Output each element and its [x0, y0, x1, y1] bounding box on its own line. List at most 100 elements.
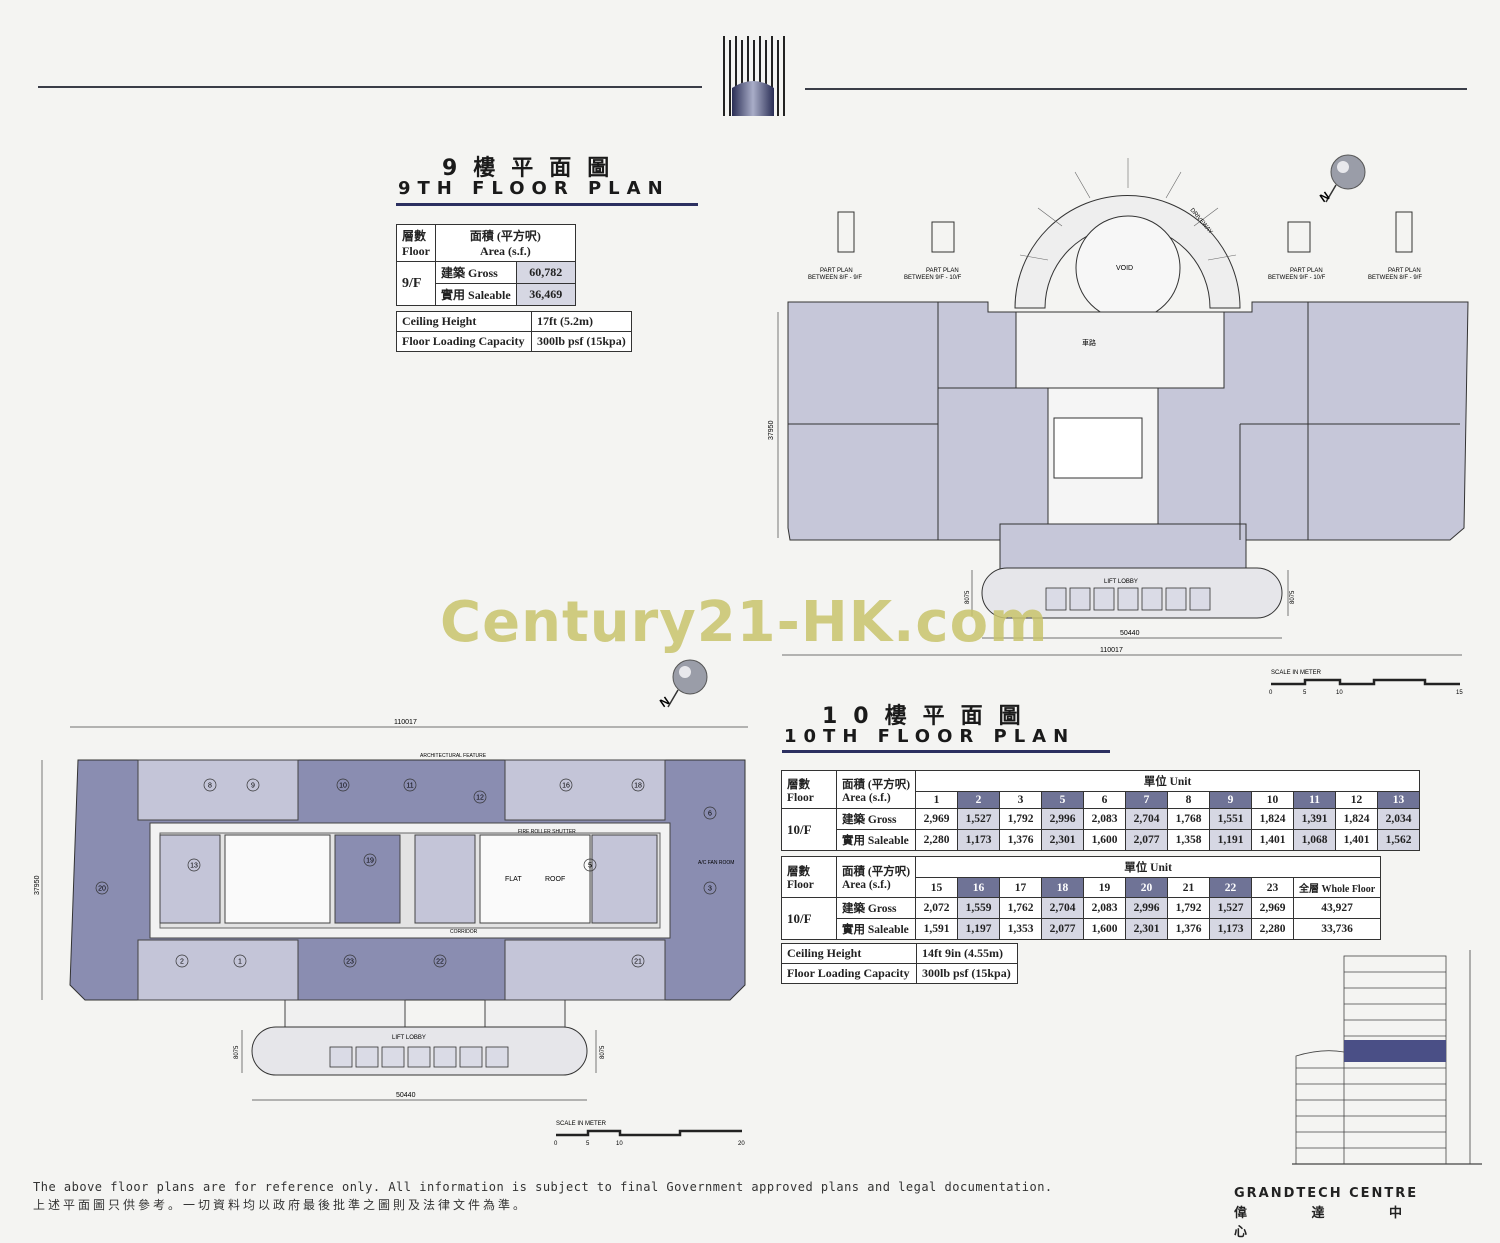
unit-marker-label: 20 [98, 886, 106, 893]
scale-tick: 0 [1269, 690, 1273, 696]
loading-label: Floor Loading Capacity [781, 963, 917, 984]
gross-label: 建築 Gross [435, 261, 517, 284]
unit-number-cell: 18 [1041, 877, 1085, 898]
unit-number-cell: 20 [1125, 877, 1169, 898]
unit-number-cell: 22 [1209, 877, 1253, 898]
unit-marker-label: 12 [476, 795, 484, 802]
unit-number-cell: 5 [1041, 791, 1085, 809]
unit-marker-label: 5 [588, 863, 592, 870]
gross-value-cell: 2,083 [1083, 808, 1127, 830]
unit-marker-label: 13 [190, 863, 198, 870]
part-plan-label: PART PLAN [1388, 268, 1421, 274]
disclaimer-cn: 上述平面圖只供參考。一切資料均以政府最後批準之圖則及法律文件為準。 [33, 1198, 529, 1212]
unit-number-cell: 15 [915, 877, 959, 898]
whole-floor-saleable: 33,736 [1293, 918, 1382, 940]
header-rule-right [805, 88, 1467, 90]
loading-label: Floor Loading Capacity [396, 331, 532, 352]
saleable-value-cell: 2,077 [1041, 918, 1085, 940]
saleable-value-cell: 1,600 [1083, 918, 1127, 940]
whole-floor-header: 全層 Whole Floor [1293, 877, 1382, 898]
part-plan-label: PART PLAN [820, 268, 853, 274]
gross-label: 建築 Gross [835, 808, 917, 830]
unit-number-cell: 8 [1167, 791, 1211, 809]
unit-marker-circle [631, 778, 645, 792]
floor10-north-arrow-icon: N [657, 659, 708, 710]
unit-marker-label: 8 [208, 783, 212, 790]
unit-number-cell: 6 [1083, 791, 1127, 809]
part-plan-label: PART PLAN [926, 268, 959, 274]
gross-value-cell: 1,559 [957, 897, 1001, 919]
gross-value-cell: 2,969 [915, 808, 959, 830]
void-label: VOID [1116, 265, 1133, 272]
gross-value-cell: 2,034 [1377, 808, 1421, 830]
saleable-value-cell: 2,301 [1125, 918, 1169, 940]
gross-value-cell: 2,704 [1125, 808, 1169, 830]
floor10-title-cn: 10樓平面圖 [822, 704, 1037, 729]
unit-number-cell: 11 [1293, 791, 1337, 809]
ceiling-value: 14ft 9in (4.55m) [916, 943, 1018, 964]
scale-tick: 15 [1456, 690, 1463, 696]
floor9-title-cn: 9樓平面圖 [442, 156, 626, 181]
unit-number-cell: 16 [957, 877, 1001, 898]
scale-tick: 20 [738, 1141, 745, 1147]
unit-marker-circle [95, 881, 109, 895]
unit-marker-label: 9 [251, 783, 255, 790]
unit-marker-circle [187, 858, 201, 872]
ceiling-label: Ceiling Height [396, 311, 532, 332]
north-label: N [657, 694, 672, 710]
brand-name-en: GRANDTECH CENTRE [1234, 1186, 1419, 1201]
saleable-value-cell: 2,301 [1041, 829, 1085, 851]
unit-header-cell: 單位 Unit [915, 770, 1421, 792]
unit-marker-circle [336, 778, 350, 792]
saleable-value-cell: 1,191 [1209, 829, 1253, 851]
saleable-label: 實用 Saleable [435, 283, 517, 306]
north-label: N [1317, 189, 1332, 205]
gross-value-cell: 1,762 [999, 897, 1043, 919]
saleable-value-cell: 2,077 [1125, 829, 1169, 851]
corridor-label: CORRIDOR [450, 929, 478, 935]
unit-marker-circle [175, 954, 189, 968]
area-header-cell: 面積 (平方呎)Area (s.f.) [435, 224, 576, 262]
gross-value-cell: 1,527 [957, 808, 1001, 830]
gross-value-cell: 2,996 [1041, 808, 1085, 830]
unit-marker-circle [703, 881, 717, 895]
saleable-value-cell: 1,401 [1251, 829, 1295, 851]
scale-tick: 5 [1303, 690, 1307, 696]
saleable-value-cell: 1,401 [1335, 829, 1379, 851]
unit-number-cell: 19 [1083, 877, 1127, 898]
scale-tick: 0 [554, 1141, 558, 1147]
unit-number-cell: 3 [999, 791, 1043, 809]
gross-value-cell: 1,824 [1251, 808, 1295, 830]
unit-marker-label: 10 [339, 783, 347, 790]
unit-marker-label: 23 [346, 959, 354, 966]
unit-marker-circle [583, 858, 597, 872]
saleable-value-cell: 2,280 [915, 829, 959, 851]
gross-value-cell: 1,792 [1167, 897, 1211, 919]
unit-marker-label: 16 [562, 783, 570, 790]
floor-cell: 10/F [781, 897, 837, 940]
unit-marker-circle [363, 853, 377, 867]
unit-marker-label: 19 [366, 858, 374, 865]
unit-marker-circle [233, 954, 247, 968]
saleable-value-cell: 1,353 [999, 918, 1043, 940]
loading-value: 300lb psf (15kpa) [531, 331, 632, 352]
unit-number-cell: 21 [1167, 877, 1211, 898]
unit-marker-circle [473, 790, 487, 804]
unit-marker-circle [246, 778, 260, 792]
unit-marker-circle [203, 778, 217, 792]
floor10-spec-table: Ceiling Height 14ft 9in (4.55m) Floor Lo… [781, 943, 1018, 984]
unit-marker-label: 21 [634, 959, 642, 966]
flat-roof-label: ROOF [545, 876, 565, 883]
gross-value-cell: 2,072 [915, 897, 959, 919]
part-plan-sub: BETWEEN 9/F - 10/F [904, 275, 962, 281]
saleable-value-cell: 1,358 [1167, 829, 1211, 851]
floor10-title-underline [782, 750, 1110, 753]
dim-width: 110017 [394, 719, 417, 726]
scale-label: SCALE IN METER [556, 1121, 607, 1127]
gross-label: 建築 Gross [835, 897, 917, 919]
floor10-scale-bar: SCALE IN METER 0 5 10 20 [554, 1121, 745, 1147]
scale-tick: 5 [586, 1141, 590, 1147]
